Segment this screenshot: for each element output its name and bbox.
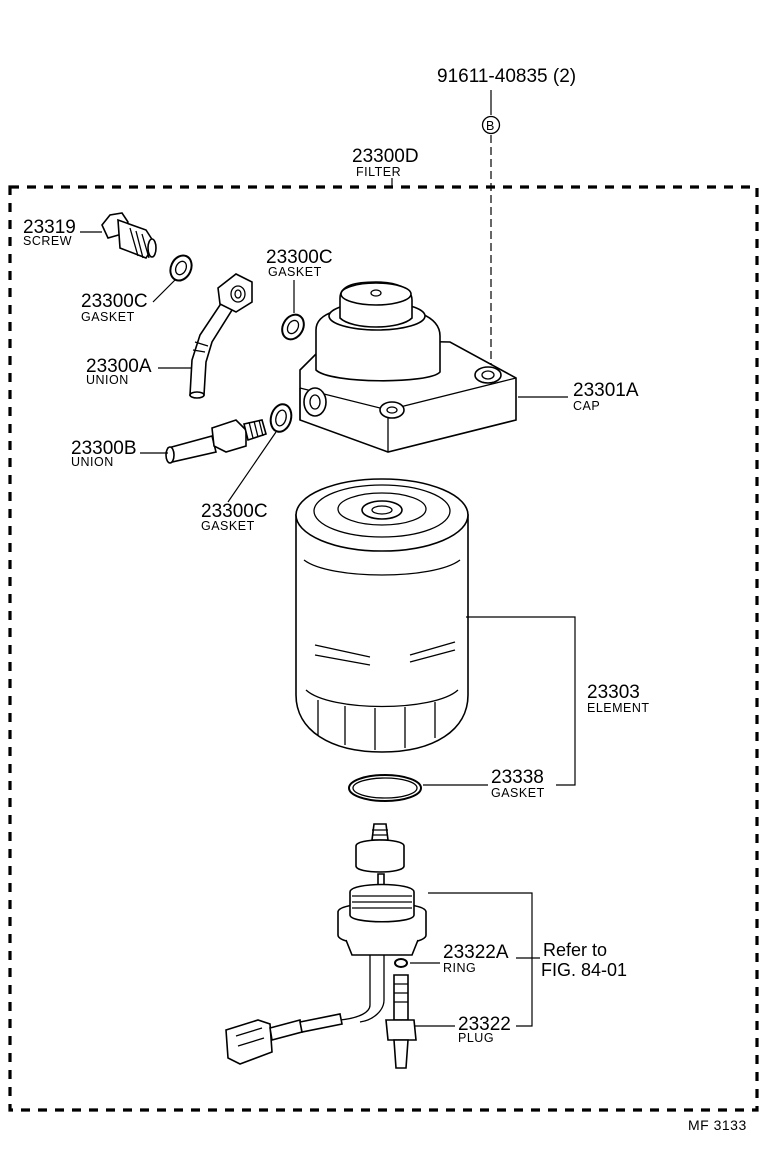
gasket-c-drawing <box>269 403 293 433</box>
element-desc: ELEMENT <box>587 701 650 715</box>
ref-marker-b-icon <box>481 115 501 135</box>
union-a-number: 23300A <box>86 356 152 377</box>
ring-desc: RING <box>443 961 476 975</box>
screw-number: 23319 <box>23 217 76 238</box>
assembly-boundary <box>8 185 759 1112</box>
gasket-a-number: 23300C <box>81 291 148 312</box>
cap-desc: CAP <box>573 399 600 413</box>
figure-code: MF 3133 <box>688 1117 747 1133</box>
gasket-b-desc: GASKET <box>268 265 322 279</box>
element-number: 23303 <box>587 682 640 703</box>
gasket-c-desc: GASKET <box>201 519 255 533</box>
element-drawing <box>295 478 469 753</box>
refer-note-line2: FIG. 84-01 <box>541 960 627 980</box>
assembly-desc: FILTER <box>356 165 401 179</box>
element-leader <box>466 616 576 786</box>
gasket-a-desc: GASKET <box>81 310 135 324</box>
union-b-desc: UNION <box>71 455 114 469</box>
gasket-c-leader <box>227 431 277 503</box>
gasket-a-drawing <box>169 254 193 282</box>
ring-number: 23322A <box>443 942 509 963</box>
sensor-drawing <box>225 823 427 1069</box>
union-b-number: 23300B <box>71 438 137 459</box>
union-a-drawing <box>189 273 253 399</box>
screw-drawing <box>101 212 157 259</box>
gasket-b-drawing <box>281 313 305 341</box>
gasket-a-leader <box>152 279 176 303</box>
ref-marker-letter: B <box>486 119 495 133</box>
gasket-b-number: 23300C <box>266 247 333 268</box>
screw-desc: SCREW <box>23 234 72 248</box>
union-b-drawing <box>165 419 267 464</box>
cap-drawing <box>299 281 517 453</box>
plug-number: 23322 <box>458 1014 511 1035</box>
refer-bracket <box>428 892 540 1027</box>
gasket-c-number: 23300C <box>201 501 268 522</box>
cap-number: 23301A <box>573 380 639 401</box>
union-a-desc: UNION <box>86 373 129 387</box>
element-gasket-number: 23338 <box>491 767 544 788</box>
top-ref-label: 91611-40835 (2) <box>437 66 576 87</box>
refer-note-line1: Refer to <box>543 940 607 960</box>
assembly-number: 23300D <box>352 146 419 167</box>
plug-desc: PLUG <box>458 1031 494 1045</box>
element-gasket-drawing <box>348 774 422 802</box>
element-gasket-desc: GASKET <box>491 786 545 800</box>
